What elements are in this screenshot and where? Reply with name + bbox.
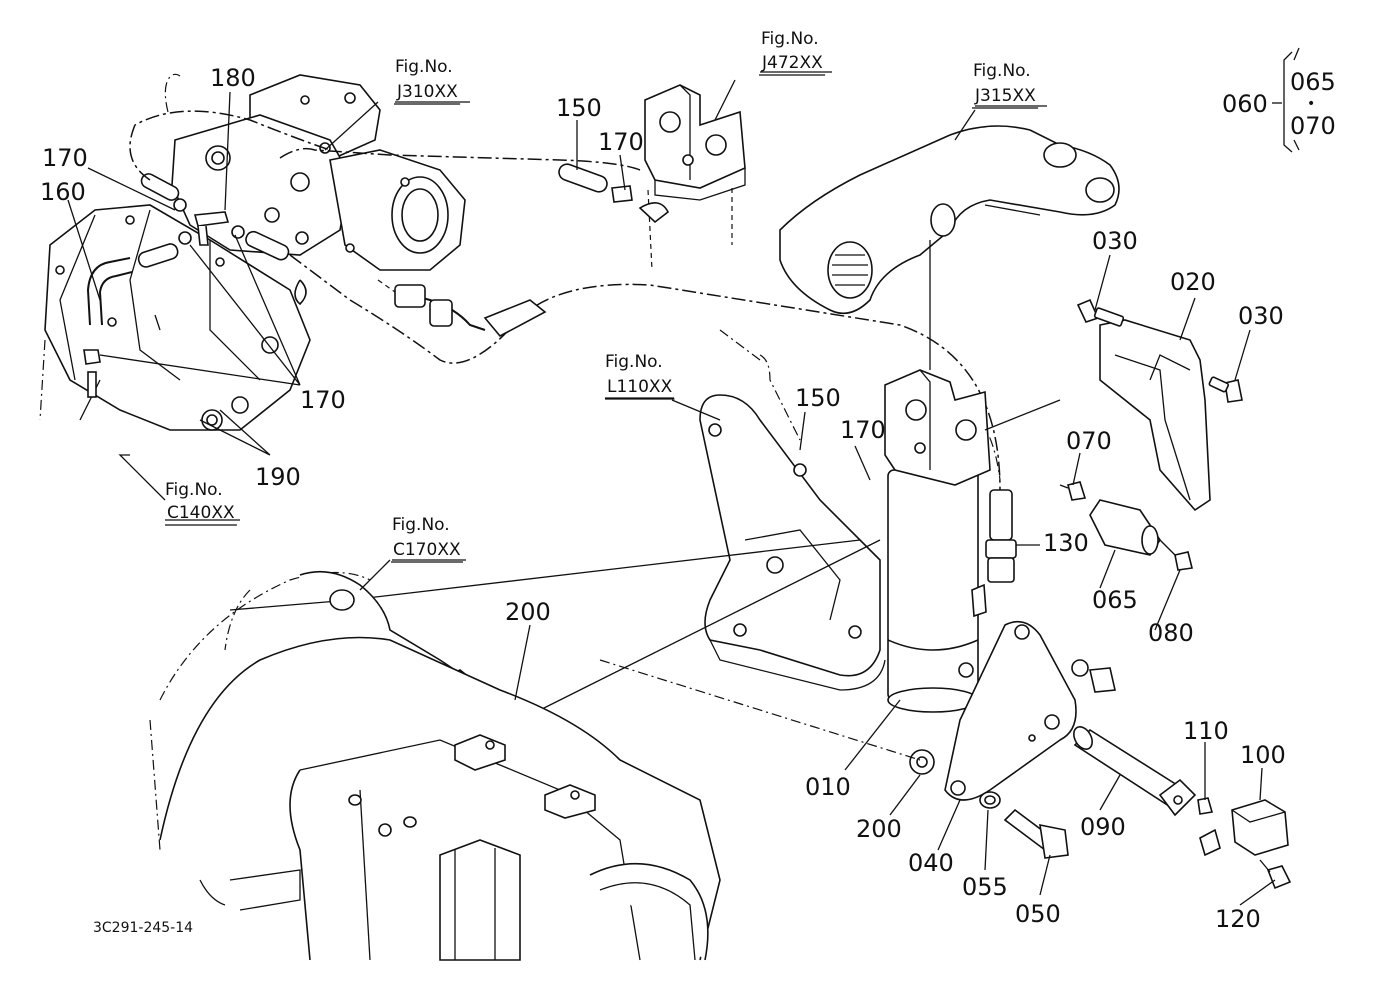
clip-100 [1199, 799, 1292, 890]
part-number[interactable]: 020 [1170, 268, 1216, 296]
fig-ref-label: Fig.No. [392, 515, 450, 535]
part-number[interactable]: 030 [1238, 302, 1284, 330]
fig-ref-label: Fig.No. [605, 352, 663, 372]
drawing-code: 3C291-245-14 [93, 920, 193, 936]
part-number[interactable]: 110 [1183, 717, 1229, 745]
part-number[interactable]: 050 [1015, 900, 1061, 928]
part-number[interactable]: 170 [300, 386, 346, 414]
set-separator: • [1307, 96, 1315, 112]
part-number[interactable]: 130 [1043, 529, 1089, 557]
fig-ref-label: Fig.No. [761, 29, 819, 49]
pin-090 [1073, 726, 1214, 817]
part-number[interactable]: 055 [962, 873, 1008, 901]
set-group: 060 065 • 070 [1222, 47, 1336, 153]
mounting-plate [229, 394, 886, 691]
set-member: 065 [1290, 68, 1336, 96]
link-plate-040 [944, 620, 1116, 801]
lift-arm [779, 125, 1120, 315]
part-number[interactable]: 010 [805, 773, 851, 801]
part-number[interactable]: 150 [795, 384, 841, 412]
fig-ref-c170[interactable]: Fig.No. C170XX [391, 515, 463, 563]
bracket-020 [1076, 298, 1243, 512]
fig-ref-j310[interactable]: Fig.No. J310XX [394, 57, 461, 105]
part-number[interactable]: 200 [505, 598, 551, 626]
axle-housing [149, 570, 721, 961]
fig-ref-label: Fig.No. [395, 57, 453, 77]
fig-ref-code[interactable]: L110XX [607, 377, 673, 397]
fig-ref-l110[interactable]: Fig.No. L110XX [605, 352, 675, 400]
part-number[interactable]: 120 [1215, 905, 1261, 933]
part-number[interactable]: 065 [1092, 586, 1138, 614]
hydraulic-cylinder [884, 240, 1061, 713]
part-number[interactable]: 070 [1066, 427, 1112, 455]
fig-ref-code[interactable]: J310XX [396, 82, 458, 102]
fig-ref-c140[interactable]: Fig.No. C140XX [165, 480, 237, 526]
fig-ref-code[interactable]: J315XX [974, 86, 1036, 106]
fig-ref-code[interactable]: J472XX [761, 53, 823, 73]
fig-ref-code[interactable]: C140XX [167, 503, 235, 523]
upper-bracket [558, 84, 746, 271]
set-member: 070 [1290, 112, 1336, 140]
leader-lines [67, 71, 1276, 906]
set-number: 060 [1222, 90, 1268, 118]
hydraulic-valve-block [39, 73, 466, 431]
sensor-065 [1059, 481, 1193, 571]
part-number[interactable]: 190 [255, 463, 301, 491]
part-number[interactable]: 090 [1080, 813, 1126, 841]
fig-ref-j472[interactable]: Fig.No. J472XX [759, 29, 826, 76]
part-number[interactable]: 040 [908, 849, 954, 877]
part-number[interactable]: 170 [598, 128, 644, 156]
fig-ref-j315[interactable]: Fig.No. J315XX [972, 61, 1039, 109]
part-number[interactable]: 080 [1148, 619, 1194, 647]
part-callouts: 180 170 160 170 190 150 170 150 170 030 … [40, 64, 1286, 933]
part-number[interactable]: 200 [856, 815, 902, 843]
part-number[interactable]: 170 [42, 144, 88, 172]
fig-ref-label: Fig.No. [165, 480, 223, 500]
part-number[interactable]: 180 [210, 64, 256, 92]
fig-ref-code[interactable]: C170XX [393, 540, 461, 560]
fitting-130 [985, 489, 1040, 583]
part-number[interactable]: 030 [1092, 227, 1138, 255]
bolt-050 [979, 791, 1069, 859]
hydraulic-hose-assembly [129, 110, 1001, 491]
part-number[interactable]: 160 [40, 178, 86, 206]
fig-ref-label: Fig.No. [973, 61, 1031, 81]
part-number[interactable]: 100 [1240, 741, 1286, 769]
part-number[interactable]: 170 [840, 416, 886, 444]
part-number[interactable]: 150 [556, 94, 602, 122]
